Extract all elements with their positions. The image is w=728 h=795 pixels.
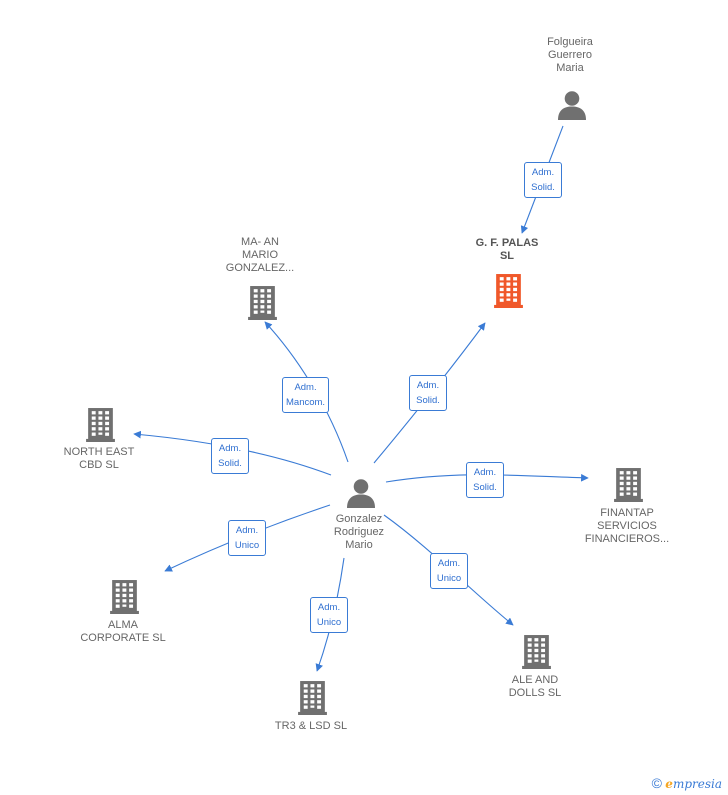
company-gf-palas-building-icon[interactable] bbox=[493, 273, 523, 313]
role-badge-center-to-gf-palas[interactable]: Adm. Solid. bbox=[409, 375, 447, 411]
center-person-person-icon[interactable] bbox=[346, 478, 376, 513]
company-alma-building-icon[interactable] bbox=[109, 579, 139, 619]
brand-logo-initial: e bbox=[665, 777, 673, 791]
empresia-brand[interactable]: © empresia bbox=[652, 775, 722, 791]
company-ma-an-label[interactable]: MA- AN MARIO GONZALEZ... bbox=[225, 236, 295, 274]
company-tr3-label[interactable]: TR3 & LSD SL bbox=[274, 720, 348, 732]
role-badge-center-to-ale[interactable]: Adm. Unico bbox=[430, 553, 468, 589]
role-badge-center-to-finantap[interactable]: Adm. Solid. bbox=[466, 462, 504, 498]
company-north-east-label[interactable]: NORTH EAST CBD SL bbox=[63, 446, 135, 471]
company-gf-palas-label[interactable]: G. F. PALAS SL bbox=[475, 237, 539, 262]
company-alma-label[interactable]: ALMA CORPORATE SL bbox=[80, 619, 166, 644]
company-ale-building-icon[interactable] bbox=[521, 634, 551, 674]
brand-logo-text: mpresia bbox=[672, 777, 722, 791]
company-finantap-building-icon[interactable] bbox=[613, 467, 643, 507]
person-folgueira-label[interactable]: Folgueira Guerrero Maria bbox=[547, 36, 593, 74]
role-badge-center-to-north-east[interactable]: Adm. Solid. bbox=[211, 438, 249, 474]
company-ale-label[interactable]: ALE AND DOLLS SL bbox=[508, 674, 562, 699]
company-north-east-building-icon[interactable] bbox=[85, 407, 115, 447]
company-ma-an-building-icon[interactable] bbox=[247, 285, 277, 325]
role-badge-center-to-alma[interactable]: Adm. Unico bbox=[228, 520, 266, 556]
role-badge-folgueira-to-gf-palas[interactable]: Adm. Solid. bbox=[524, 162, 562, 198]
copyright-symbol: © bbox=[651, 775, 662, 791]
company-tr3-building-icon[interactable] bbox=[297, 680, 327, 720]
role-badge-center-to-ma-an[interactable]: Adm. Mancom. bbox=[282, 377, 330, 413]
center-person-label[interactable]: Gonzalez Rodriguez Mario bbox=[333, 513, 385, 551]
person-folgueira-person-icon[interactable] bbox=[557, 90, 587, 125]
role-badge-center-to-tr3[interactable]: Adm. Unico bbox=[310, 597, 348, 633]
company-finantap-label[interactable]: FINANTAP SERVICIOS FINANCIEROS... bbox=[584, 507, 670, 545]
